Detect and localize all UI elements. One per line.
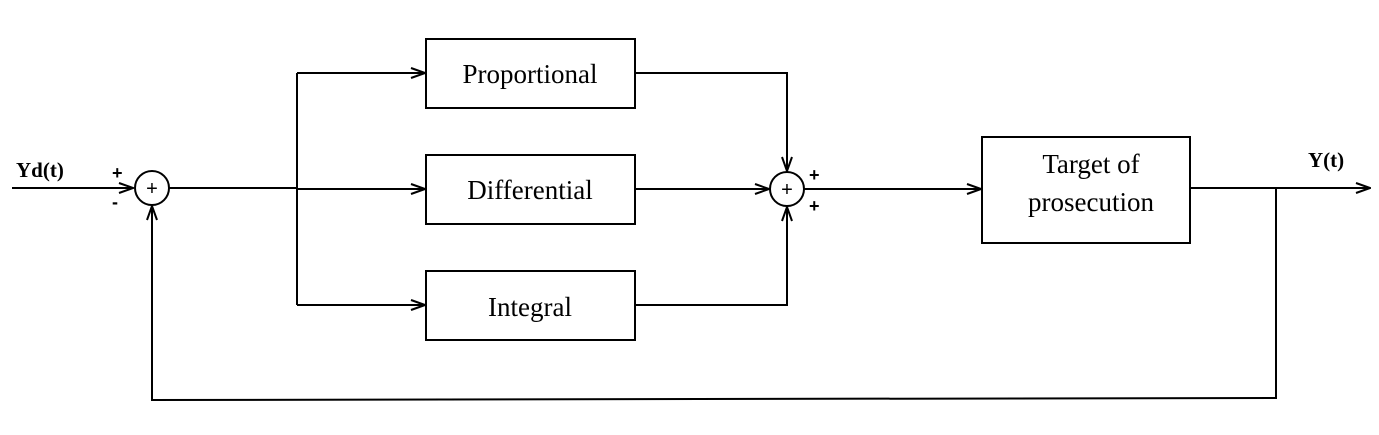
plant-label-line2: prosecution <box>1028 187 1154 217</box>
proportional-block: Proportional <box>425 38 636 109</box>
output-signal-label: Y(t) <box>1308 148 1344 172</box>
error-summing-junction: + <box>134 170 170 206</box>
error-minus-sign: - <box>112 192 118 212</box>
controller-bottom-plus-sign: + <box>809 196 820 216</box>
error-sum-symbol: + <box>146 178 158 200</box>
integral-block: Integral <box>425 270 636 341</box>
integral-output-line <box>635 207 787 306</box>
controller-top-plus-sign: + <box>809 165 820 185</box>
differential-block: Differential <box>425 154 636 225</box>
input-signal-label: Yd(t) <box>16 158 64 182</box>
plant-block: Target of prosecution <box>981 136 1191 244</box>
error-plus-sign: + <box>112 163 123 183</box>
differential-label: Differential <box>467 175 592 205</box>
plant-label-line1: Target of <box>1042 149 1139 179</box>
feedback-line <box>152 188 1277 402</box>
proportional-output-line <box>635 72 787 171</box>
proportional-label: Proportional <box>463 59 598 89</box>
controller-summing-junction: + <box>769 171 805 207</box>
controller-sum-symbol: + <box>781 179 793 201</box>
integral-label: Integral <box>488 292 572 322</box>
